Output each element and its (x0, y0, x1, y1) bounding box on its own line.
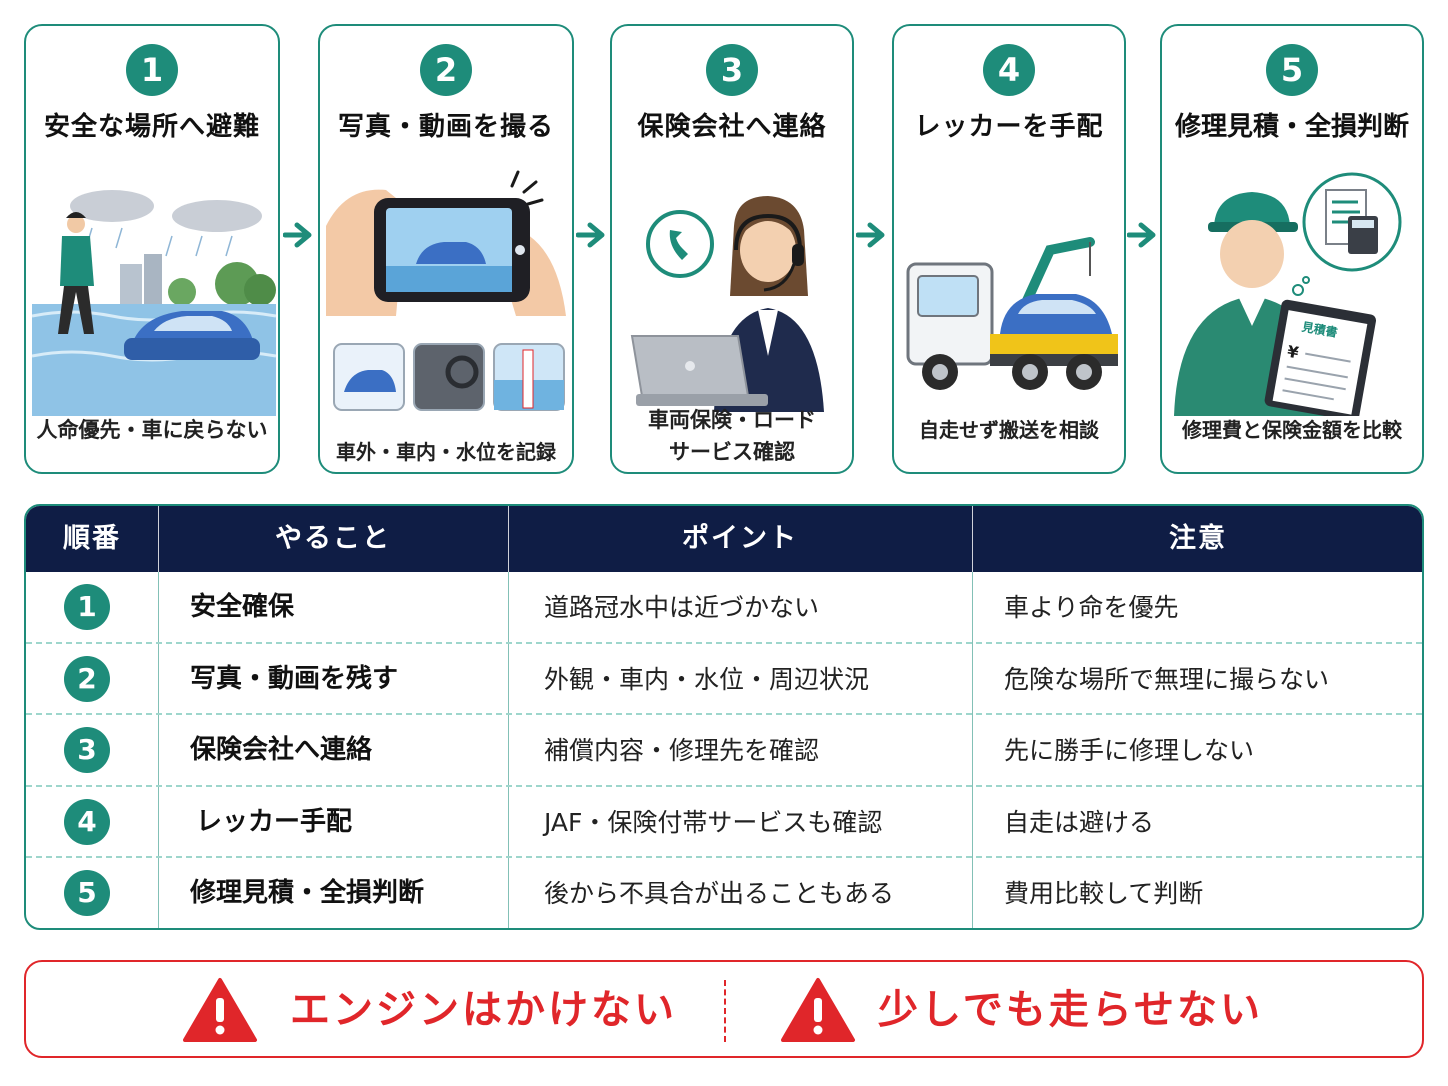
column-divider (158, 572, 159, 928)
step-caption: 修理費と保険金額を比較 (1182, 418, 1402, 442)
header-point: ポイント (682, 523, 798, 554)
tow-truck-illustration (906, 237, 1118, 390)
step-number-badge: 5 (1266, 44, 1318, 96)
arrow-right-icon (283, 222, 312, 248)
row-task: 保険会社へ連絡 (190, 735, 373, 766)
arrow-right-icon (576, 222, 605, 248)
procedure-table: 順番 やること ポイント 注意 1 安全確保 道路冠水中は近づかない 車より命を… (24, 504, 1424, 930)
step-card-3: 3 保険会社へ連絡 車両保険・ロード サービス確認 (610, 24, 854, 474)
step-title: 写真・動画を撮る (337, 112, 554, 142)
step-caption: 車外・車内・水位を記録 (336, 440, 556, 464)
row-task: 修理見積・全損判断 (190, 878, 425, 909)
step-caption: 車両保険・ロード (648, 408, 816, 432)
row-point: 道路冠水中は近づかない (544, 593, 820, 622)
row-point: 外観・車内・水位・周辺状況 (544, 664, 870, 694)
row-point: JAF・保険付帯サービスも確認 (544, 807, 883, 837)
row-caution: 費用比較して判断 (1004, 879, 1204, 909)
step-caption: 人命優先・車に戻らない (36, 418, 268, 442)
row-number-badge: 1 (64, 584, 110, 630)
row-caution: 先に勝手に修理しない (1004, 736, 1255, 766)
table-header: 順番 やること ポイント 注意 (26, 506, 1422, 572)
step-card-1: 1 安全な場所へ避難 人命優先・車に戻らない (24, 24, 280, 474)
step-caption: 自走せず搬送を相談 (919, 418, 1099, 442)
step-number-badge: 1 (126, 44, 178, 96)
step-card-5: 5 修理見積・全損判断 見積書 ¥ 修理費と保険金額を比較 (1160, 24, 1424, 474)
header-divider (158, 506, 159, 572)
step-title: 保険会社へ連絡 (637, 112, 827, 142)
row-number-badge: 4 (64, 798, 110, 845)
arrow-right-icon (856, 222, 885, 248)
step-number-badge: 4 (983, 44, 1035, 96)
arrow-right-icon (1127, 222, 1156, 248)
estimate-doc-label: 見積書 (1300, 319, 1339, 340)
step-title: 安全な場所へ避難 (43, 112, 260, 142)
header-order: 順番 (63, 523, 121, 554)
warning-banner: エンジンはかけない 少しでも走らせない (24, 960, 1424, 1058)
step-number-badge: 2 (420, 44, 472, 96)
table-row: 5 修理見積・全損判断 後から不具合が出ることもある 費用比較して判断 (26, 858, 1422, 928)
warning-triangle-icon (183, 978, 257, 1042)
row-number-badge: 5 (64, 870, 110, 917)
row-number-badge: 3 (64, 727, 110, 774)
row-task: レッカー手配 (196, 806, 353, 837)
table-row: 1 安全確保 道路冠水中は近づかない 車より命を優先 (26, 572, 1422, 644)
banner-divider (724, 980, 726, 1042)
row-separator (26, 713, 1422, 716)
header-divider (508, 506, 509, 572)
row-separator (26, 784, 1422, 787)
call-center-operator-illustration (630, 196, 824, 412)
row-separator (26, 856, 1422, 859)
row-caution: 車より命を優先 (1004, 593, 1179, 622)
yen-symbol: ¥ (1286, 342, 1300, 363)
header-task: やること (275, 523, 391, 554)
step-title: 修理見積・全損判断 (1174, 112, 1409, 142)
step-card-4: 4 レッカーを手配 自走せず搬送を相談 (892, 24, 1126, 474)
row-number-badge: 2 (64, 655, 110, 702)
step-card-2: 2 写真・動画を撮る 車外・車内・水位を記録 (318, 24, 574, 474)
step-caption-line2: サービス確認 (669, 440, 795, 464)
row-point: 補償内容・修理先を確認 (544, 736, 820, 766)
header-caution: 注意 (1169, 523, 1227, 554)
warning-text-engine: エンジンはかけない (290, 987, 677, 1033)
warning-text-drive: 少しでも走らせない (878, 987, 1263, 1033)
table-row: 4 レッカー手配 JAF・保険付帯サービスも確認 自走は避ける (26, 787, 1422, 859)
column-divider (508, 572, 509, 928)
row-task: 写真・動画を残す (190, 663, 399, 694)
row-caution: 危険な場所で無理に撮らない (1004, 664, 1330, 694)
warning-triangle-icon (781, 978, 855, 1042)
mechanic-estimate-illustration: 見積書 ¥ (1174, 172, 1402, 416)
row-caution: 自走は避ける (1004, 807, 1155, 837)
table-row: 2 写真・動画を残す 外観・車内・水位・周辺状況 危険な場所で無理に撮らない (26, 644, 1422, 716)
row-separator (26, 641, 1422, 644)
step-number-badge: 3 (706, 44, 758, 96)
smartphone-photo-illustration (326, 170, 566, 411)
column-divider (972, 572, 973, 928)
evacuation-illustration (32, 166, 276, 416)
row-task: 安全確保 (190, 592, 295, 622)
table-row: 3 保険会社へ連絡 補償内容・修理先を確認 先に勝手に修理しない (26, 715, 1422, 787)
row-point: 後から不具合が出ることもある (544, 879, 895, 909)
header-divider (972, 506, 973, 572)
step-title: レッカーを手配 (914, 112, 1104, 142)
